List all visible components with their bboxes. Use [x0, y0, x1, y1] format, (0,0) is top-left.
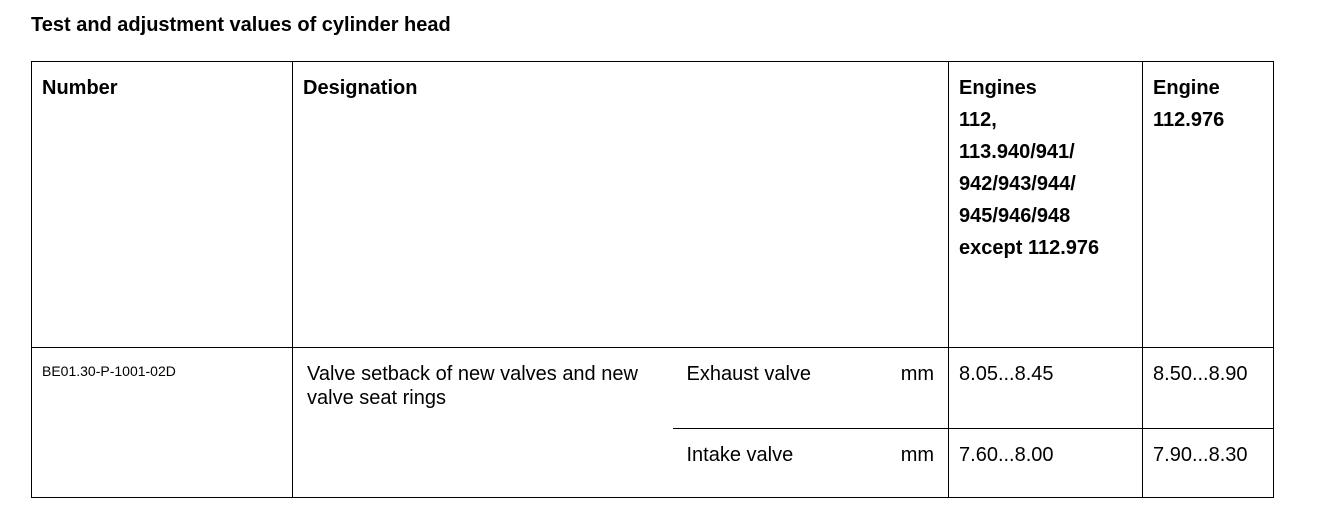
test-values-table: Number Designation Engines 112, 113.940/…	[31, 61, 1275, 498]
header-engines-line: 112,	[959, 109, 997, 131]
sub-row-exhaust: Exhaust valve mm	[672, 347, 950, 429]
engines-value-cell: 8.05...8.45	[948, 347, 1144, 429]
header-engines-line: 113.940/941/	[959, 141, 1075, 163]
sub-row-unit: mm	[900, 444, 935, 466]
row-designation: Valve setback of new valves and new valv…	[292, 347, 673, 498]
sub-row-intake: Intake valve mm	[672, 428, 950, 498]
sub-row-unit: mm	[900, 363, 935, 385]
engines-value-cell: 7.60...8.00	[948, 428, 1144, 498]
header-engine-line: Engine	[1153, 77, 1220, 99]
engine-value-cell: 8.50...8.90	[1142, 347, 1275, 429]
table-header-row: Number Designation Engines 112, 113.940/…	[31, 61, 1275, 348]
header-engines-line: 945/946/948	[959, 205, 1071, 227]
header-engines-line: Engines	[959, 77, 1037, 99]
header-engine: Engine 112.976	[1142, 61, 1275, 348]
row-number: BE01.30-P-1001-02D	[31, 347, 293, 498]
header-number: Number	[31, 61, 293, 348]
header-engines: Engines 112, 113.940/941/ 942/943/944/ 9…	[948, 61, 1144, 348]
header-engines-line: except 112.976	[959, 237, 1100, 259]
header-engine-line: 112.976	[1153, 109, 1225, 131]
table-row: BE01.30-P-1001-02D Valve setback of new …	[31, 347, 1275, 498]
table-row: Intake valve mm 7.60...8.00 7.90...8.30	[32, 428, 1275, 498]
header-designation: Designation	[291, 61, 950, 348]
engine-value-cell: 7.90...8.30	[1142, 428, 1275, 498]
header-engines-line: 942/943/944/	[959, 173, 1076, 195]
page-title: Test and adjustment values of cylinder h…	[31, 14, 451, 36]
sub-row-item: Intake valve	[686, 444, 794, 466]
sub-row-item: Exhaust valve	[686, 363, 812, 385]
